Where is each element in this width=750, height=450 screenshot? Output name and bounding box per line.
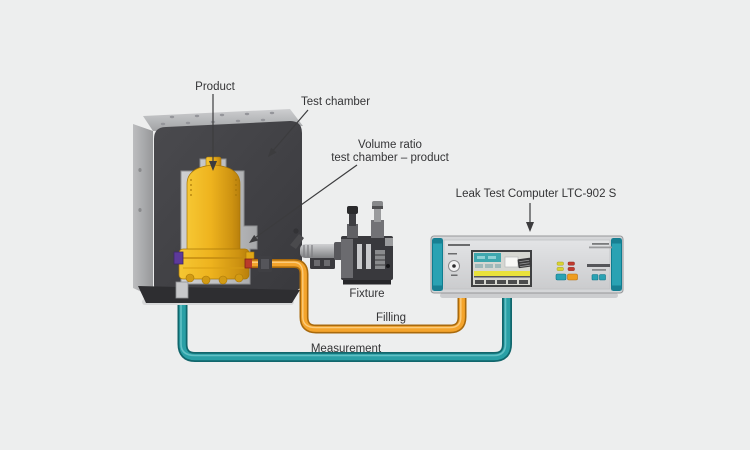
product-mount-bumps [185,273,244,285]
fixture-valve-left [347,206,358,238]
tube-clamp-inner [261,259,269,269]
callout-arrows [209,94,534,243]
fixture-bracket [310,257,335,269]
status-leds [556,261,575,271]
label-test-chamber: Test chamber [301,96,370,108]
screen-white-box [504,256,519,268]
brand-marks [448,243,612,271]
chamber-left-face [133,124,153,297]
screen-soft-keys [475,280,528,284]
screen-product-image [517,257,532,269]
led-yellow-1 [556,261,564,266]
screen-yellow-stripe [474,271,530,276]
filling-tube [252,259,467,334]
valve-lever [290,234,304,249]
measurement-port-fitting [175,281,189,299]
product-body [186,164,241,255]
function-button-1[interactable] [591,274,599,281]
label-volume-ratio-line2: test chamber – product [331,152,449,164]
label-fixture: Fixture [349,288,384,300]
diagram-labels: Product Test chamber Volume ratio test c… [195,81,616,355]
valve-ball [293,228,299,234]
led-yellow-2 [556,267,564,271]
test-chamber-arrow [270,109,309,154]
led-red-1 [567,261,575,266]
function-button-2[interactable] [599,274,606,281]
power-knob[interactable] [448,260,460,277]
label-filling: Filling [376,312,406,324]
stop-button[interactable] [567,273,578,281]
device-display [471,250,532,287]
device-shadow [440,293,618,298]
label-volume-ratio-line1: Volume ratio [358,139,422,151]
fixture-arm [300,244,344,258]
fixture-valve-right [371,201,384,238]
product-vent-dots [190,179,237,196]
label-device-title: Leak Test Computer LTC-902 S [456,188,617,200]
leak-test-computer [430,235,624,298]
label-measurement: Measurement [311,343,382,355]
chamber-top-screws [160,111,275,126]
fixture-feet [343,280,391,285]
label-product: Product [195,81,235,93]
led-red-2 [567,267,575,271]
device-handles [432,238,622,291]
volume-ratio-arrow [251,164,358,241]
start-button[interactable] [555,273,567,281]
screen-header [474,253,501,262]
measurement-tube [177,288,512,362]
product [173,156,258,285]
fixture-assembly [290,201,393,285]
purple-connector [173,251,184,265]
